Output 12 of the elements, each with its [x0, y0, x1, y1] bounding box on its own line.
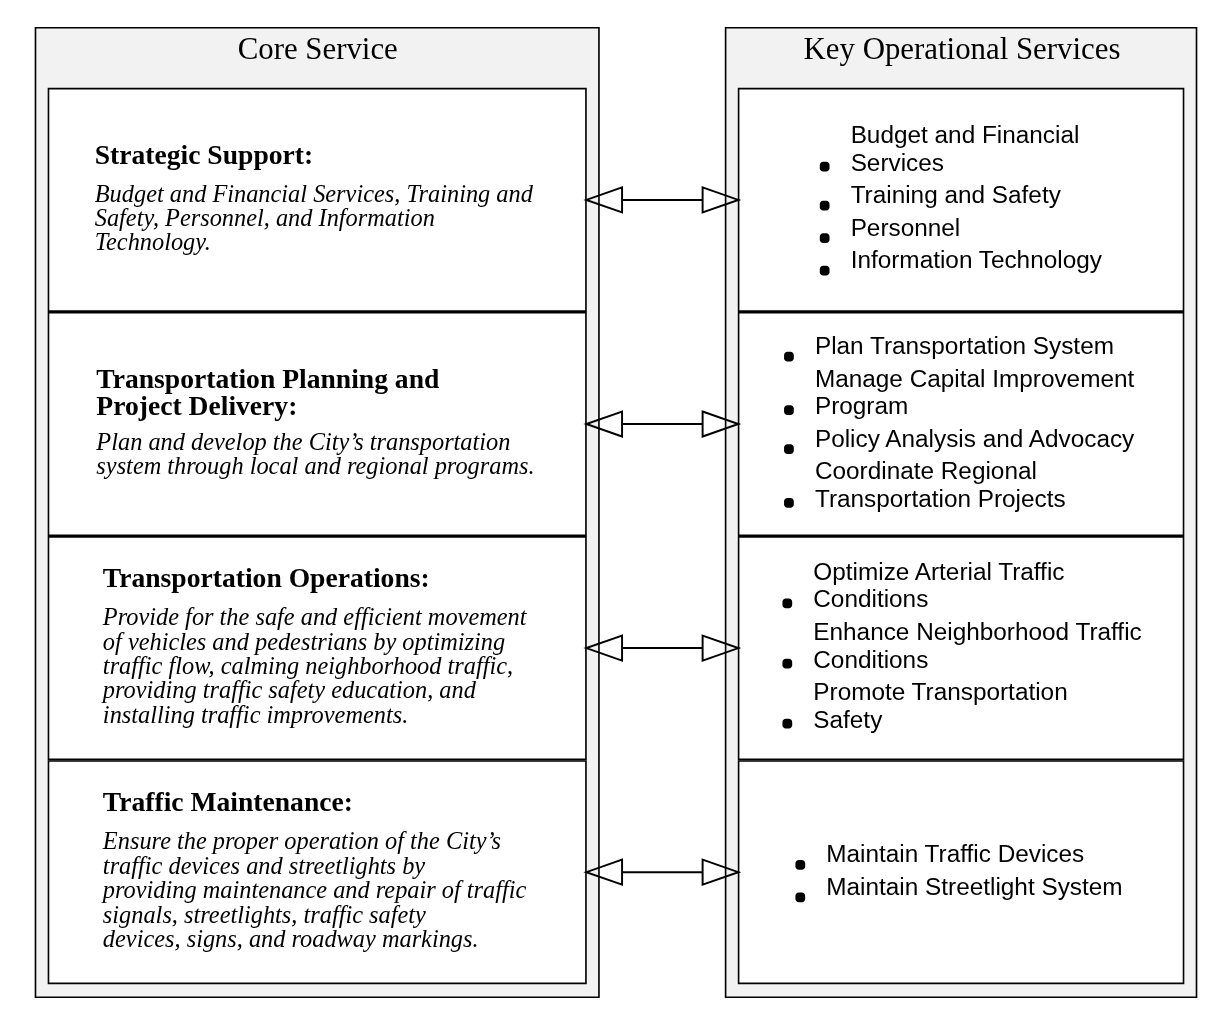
- node-box: Budget and Financial Services Training and Safety Personnel Information Technology: [737, 87, 1184, 312]
- node-box: Maintain Traffic Devices Maintain Streetlight System: [737, 760, 1184, 985]
- node-box: Transportation Operations: Provide for the safe and efficient movement of vehicles and pedestrians by optimizing traffic flow, calming neighborhood traffic, providing traffic safety education, and installing traffic improvements.: [47, 536, 587, 761]
- arrow: [582, 634, 741, 662]
- node-box: Plan Transportation System Manage Capital Improvement Program Policy Analysis and Advocacy Coordinate Regional Transportation Projects: [737, 311, 1184, 537]
- node-box: Optimize Arterial Traffic Conditions Enhance Neighborhood Traffic Conditions Promote Transportation Safety: [737, 536, 1184, 761]
- node-box: Traffic Maintenance: Ensure the proper operation of the City’s traffic devices and streetlights by providing maintenance and repair of traffic signals, streetlights, traffic safety devices, signs, and roadway markings.: [47, 760, 587, 985]
- arrow: [582, 186, 741, 214]
- arrow: [582, 410, 741, 438]
- node-box: Strategic Support: Budget and Financial Services, Training and Safety, Personnel, and Information Technology.: [47, 87, 587, 312]
- node-box: Transportation Planning and Project Delivery: Plan and develop the City’s transportation system through local and regional programs.: [47, 311, 587, 537]
- arrow: [582, 858, 741, 887]
